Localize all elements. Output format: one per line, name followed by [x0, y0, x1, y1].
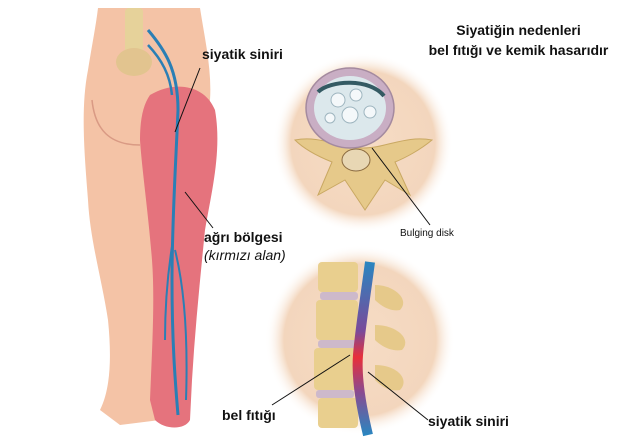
pain-area-note: (kırmızı alan) [204, 247, 286, 263]
label-bulging-disk: Bulging disk [400, 228, 454, 239]
label-sciatic-nerve-bottom: siyatik siniri [428, 413, 509, 429]
disc-axial-view [273, 53, 453, 233]
label-sciatic-nerve-top: siyatik siniri [202, 46, 283, 62]
diagram-title: Siyatiğin nedenleri bel fıtığı ve kemik … [410, 20, 627, 60]
label-herniated-disc: bel fıtığı [222, 407, 276, 423]
pain-area-title: ağrı bölgesi [204, 229, 283, 245]
spine-sagittal-view [265, 245, 455, 437]
title-line-1: Siyatiğin nedenleri [456, 22, 581, 38]
leader-line-pain [184, 191, 214, 229]
title-line-2: bel fıtığı ve kemik hasarıdır [428, 42, 609, 58]
leader-line-nerve [174, 67, 201, 133]
body-back-view [83, 8, 218, 428]
label-pain-area: ağrı bölgesi (kırmızı alan) [204, 228, 286, 264]
